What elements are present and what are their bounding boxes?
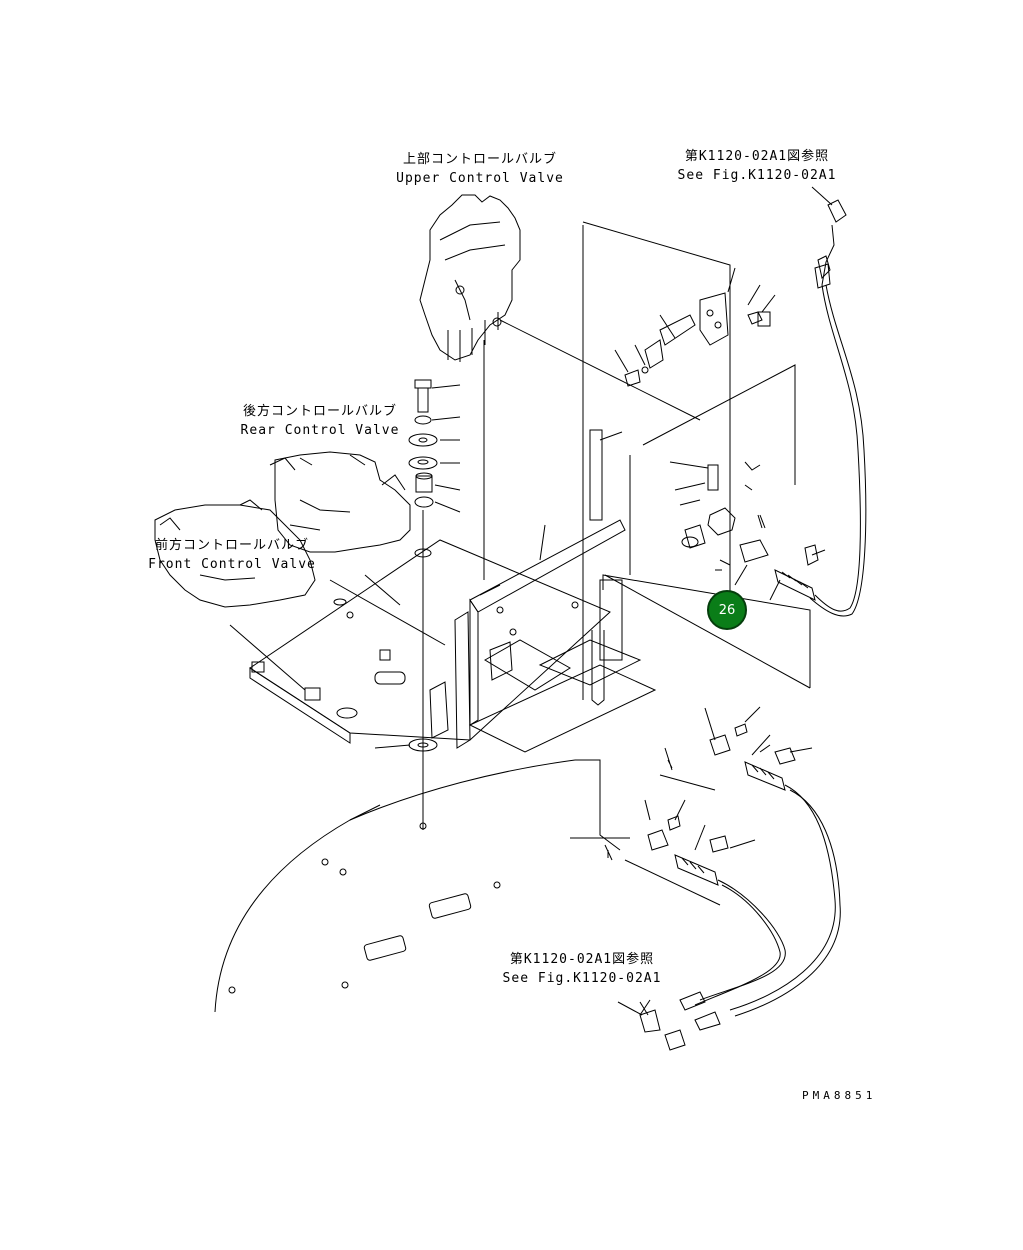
callout-number: 26 (718, 602, 736, 618)
front-control-valve (154, 499, 316, 608)
front-valve-label-en: Front Control Valve (148, 557, 316, 572)
upper-plate-outline (499, 221, 731, 600)
see-fig-top-label-en: See Fig.K1120-02A1 (677, 168, 837, 183)
base-plate (229, 539, 611, 744)
rear-control-valve (269, 451, 411, 553)
see-fig-bottom-label-jp: 第K1120-02A1図参照 (509, 952, 655, 967)
switch-assembly (669, 461, 769, 571)
rear-valve-label-en: Rear Control Valve (240, 423, 400, 438)
mounting-hardware-stack (408, 379, 438, 752)
front-valve-label-jp: 前方コントロールバルブ (154, 538, 310, 553)
cable-upper-right (774, 199, 867, 617)
see-fig-bottom-label-en: See Fig.K1120-02A1 (502, 971, 662, 986)
leader-lines (374, 267, 826, 1016)
pedal-bracket (624, 292, 771, 387)
upper-control-valve (419, 194, 521, 362)
drawing-code: PMA8851 (802, 1089, 877, 1102)
cable-lower (639, 815, 786, 1051)
floor-plate (214, 747, 721, 1013)
see-fig-top-label-jp: 第K1120-02A1図参照 (684, 149, 830, 164)
cable-middle (709, 723, 841, 1017)
center-frame (429, 429, 657, 753)
right-inset-outlines (602, 364, 811, 689)
upper-valve-label-en: Upper Control Valve (396, 171, 564, 186)
rear-valve-label-jp: 後方コントロールバルブ (242, 404, 398, 419)
alignment-lines (422, 225, 584, 830)
callout-badge-26[interactable]: 26 (707, 590, 747, 630)
upper-valve-label-jp: 上部コントロールバルブ (402, 152, 558, 167)
